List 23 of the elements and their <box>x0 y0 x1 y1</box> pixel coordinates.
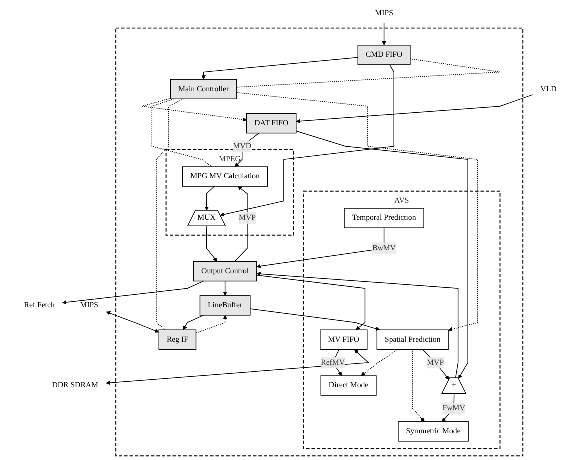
dashed-group-frame <box>116 28 524 457</box>
arrow <box>206 226 218 262</box>
arrow <box>234 186 248 262</box>
arrow <box>196 315 228 334</box>
arrow <box>250 308 380 332</box>
arrow <box>256 228 385 269</box>
arrow <box>256 272 459 379</box>
arrow <box>256 275 366 330</box>
arrow <box>220 64 394 217</box>
arrow <box>296 130 468 379</box>
arrow <box>142 98 248 122</box>
arrow <box>236 92 478 332</box>
arrow <box>183 315 204 330</box>
arrow <box>223 280 228 296</box>
arrow <box>204 186 216 211</box>
arrow <box>202 57 358 80</box>
arrow <box>361 349 399 376</box>
arrow <box>106 311 160 333</box>
arrow <box>382 23 386 46</box>
arrow <box>296 94 534 124</box>
arrow <box>412 349 425 422</box>
arrow <box>62 280 204 305</box>
arrow <box>106 350 370 386</box>
